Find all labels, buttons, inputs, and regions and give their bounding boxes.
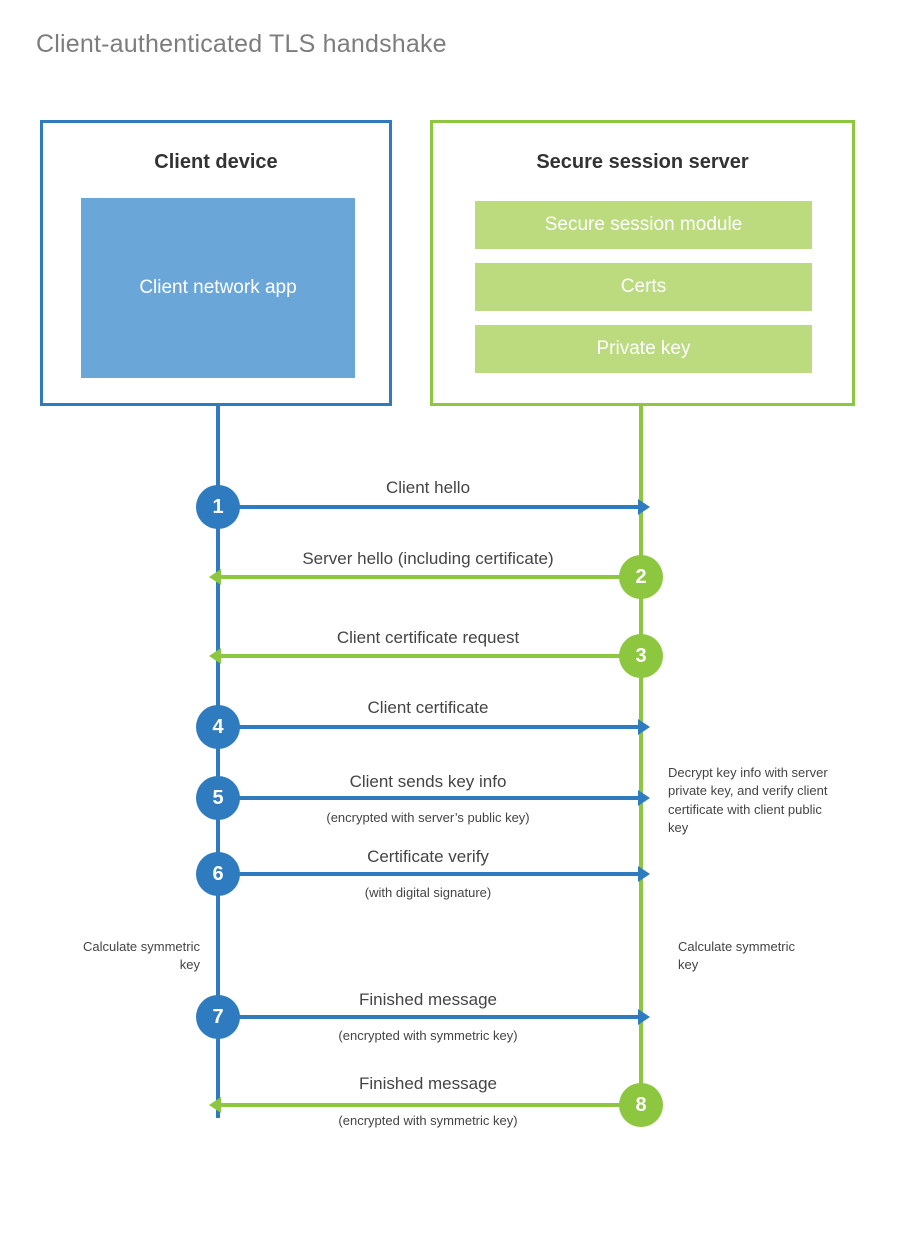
step-6-circle[interactable]: 6: [196, 852, 240, 896]
step-6-sublabel: (with digital signature): [364, 885, 492, 900]
step-4-label: Client certificate: [367, 698, 489, 717]
step-7-circle[interactable]: 7: [196, 995, 240, 1039]
server-component-certs: Certs: [475, 263, 812, 311]
client-device-box: Client device Client network app: [40, 120, 392, 406]
step-7-arrow: [218, 1009, 650, 1025]
step-2-circle[interactable]: 2: [619, 555, 663, 599]
step-4-arrow: [218, 719, 650, 735]
client-network-app-block: Client network app: [81, 198, 355, 378]
secure-session-server-box: Secure session server Secure session mod…: [430, 120, 855, 406]
secure-session-server-title: Secure session server: [536, 151, 749, 173]
step-5-sublabel: (encrypted with server’s public key): [326, 810, 530, 825]
arrowhead-icon: [209, 569, 221, 585]
step-5-label: Client sends key info: [349, 772, 507, 791]
step-8-circle[interactable]: 8: [619, 1083, 663, 1127]
arrowhead-icon: [638, 866, 650, 882]
server-component-secure-session-module: Secure session module: [475, 201, 812, 249]
server-decrypt-annotation: Decrypt key info with server private key…: [668, 765, 828, 836]
client-device-title: Client device: [154, 151, 278, 173]
step-8-label: Finished message: [359, 1074, 497, 1093]
arrowhead-icon: [638, 1009, 650, 1025]
step-2-label: Server hello (including certificate): [302, 549, 554, 568]
client-calculate-symmetric-key-annotation: Calculate symmetric key: [82, 939, 200, 973]
step-4-circle[interactable]: 4: [196, 705, 240, 749]
step-3-circle[interactable]: 3: [619, 634, 663, 678]
step-1-label: Client hello: [385, 478, 471, 497]
step-8-sublabel: (encrypted with symmetric key): [338, 1113, 518, 1128]
step-8-arrow: [209, 1097, 641, 1113]
arrowhead-icon: [209, 648, 221, 664]
page-title: Client-authenticated TLS handshake: [36, 30, 447, 58]
server-calculate-symmetric-key-annotation: Calculate symmetric key: [678, 939, 796, 973]
step-3-arrow: [209, 648, 641, 664]
step-7-label: Finished message: [359, 990, 497, 1009]
arrowhead-icon: [638, 499, 650, 515]
step-6-arrow: [218, 866, 650, 882]
arrowhead-icon: [638, 790, 650, 806]
arrowhead-icon: [209, 1097, 221, 1113]
client-lifeline: [216, 406, 220, 1118]
step-5-arrow: [218, 790, 650, 806]
step-5-circle[interactable]: 5: [196, 776, 240, 820]
step-1-circle[interactable]: 1: [196, 485, 240, 529]
arrowhead-icon: [638, 719, 650, 735]
step-6-label: Certificate verify: [367, 847, 489, 866]
server-component-private-key: Private key: [475, 325, 812, 373]
step-1-arrow: [218, 499, 650, 515]
server-lifeline: [639, 406, 643, 1106]
step-3-label: Client certificate request: [336, 628, 520, 647]
step-7-sublabel: (encrypted with symmetric key): [338, 1028, 518, 1043]
step-2-arrow: [209, 569, 641, 585]
